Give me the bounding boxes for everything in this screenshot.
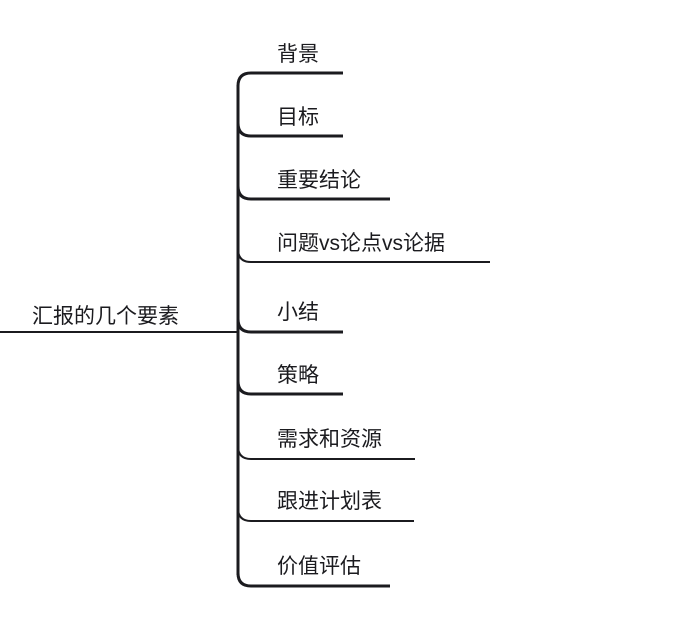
branch-node-label-9[interactable]: 价值评估 [277, 555, 361, 578]
branch-node-label-2[interactable]: 目标 [277, 106, 319, 129]
branch-connector-8 [237, 507, 414, 522]
branch-connector-9 [236, 572, 390, 588]
branch-node-label-8[interactable]: 跟进计划表 [277, 490, 382, 513]
branch-node-label-3[interactable]: 重要结论 [277, 169, 361, 192]
branch-node-label-4[interactable]: 问题vs论点vs论据 [277, 232, 445, 255]
branch-connector-2 [236, 122, 343, 138]
branch-connector-7 [237, 445, 415, 460]
branch-connector-1 [236, 71, 343, 87]
branch-node-label-7[interactable]: 需求和资源 [277, 428, 382, 451]
branch-connector-6 [236, 380, 343, 396]
root-node-label[interactable]: 汇报的几个要素 [32, 305, 179, 328]
branch-node-label-6[interactable]: 策略 [277, 364, 319, 387]
branch-connector-5 [236, 318, 343, 334]
branch-connector-3 [236, 185, 390, 201]
branch-node-label-1[interactable]: 背景 [277, 43, 319, 66]
branch-node-label-5[interactable]: 小结 [277, 301, 319, 324]
branch-connector-4 [237, 248, 490, 263]
